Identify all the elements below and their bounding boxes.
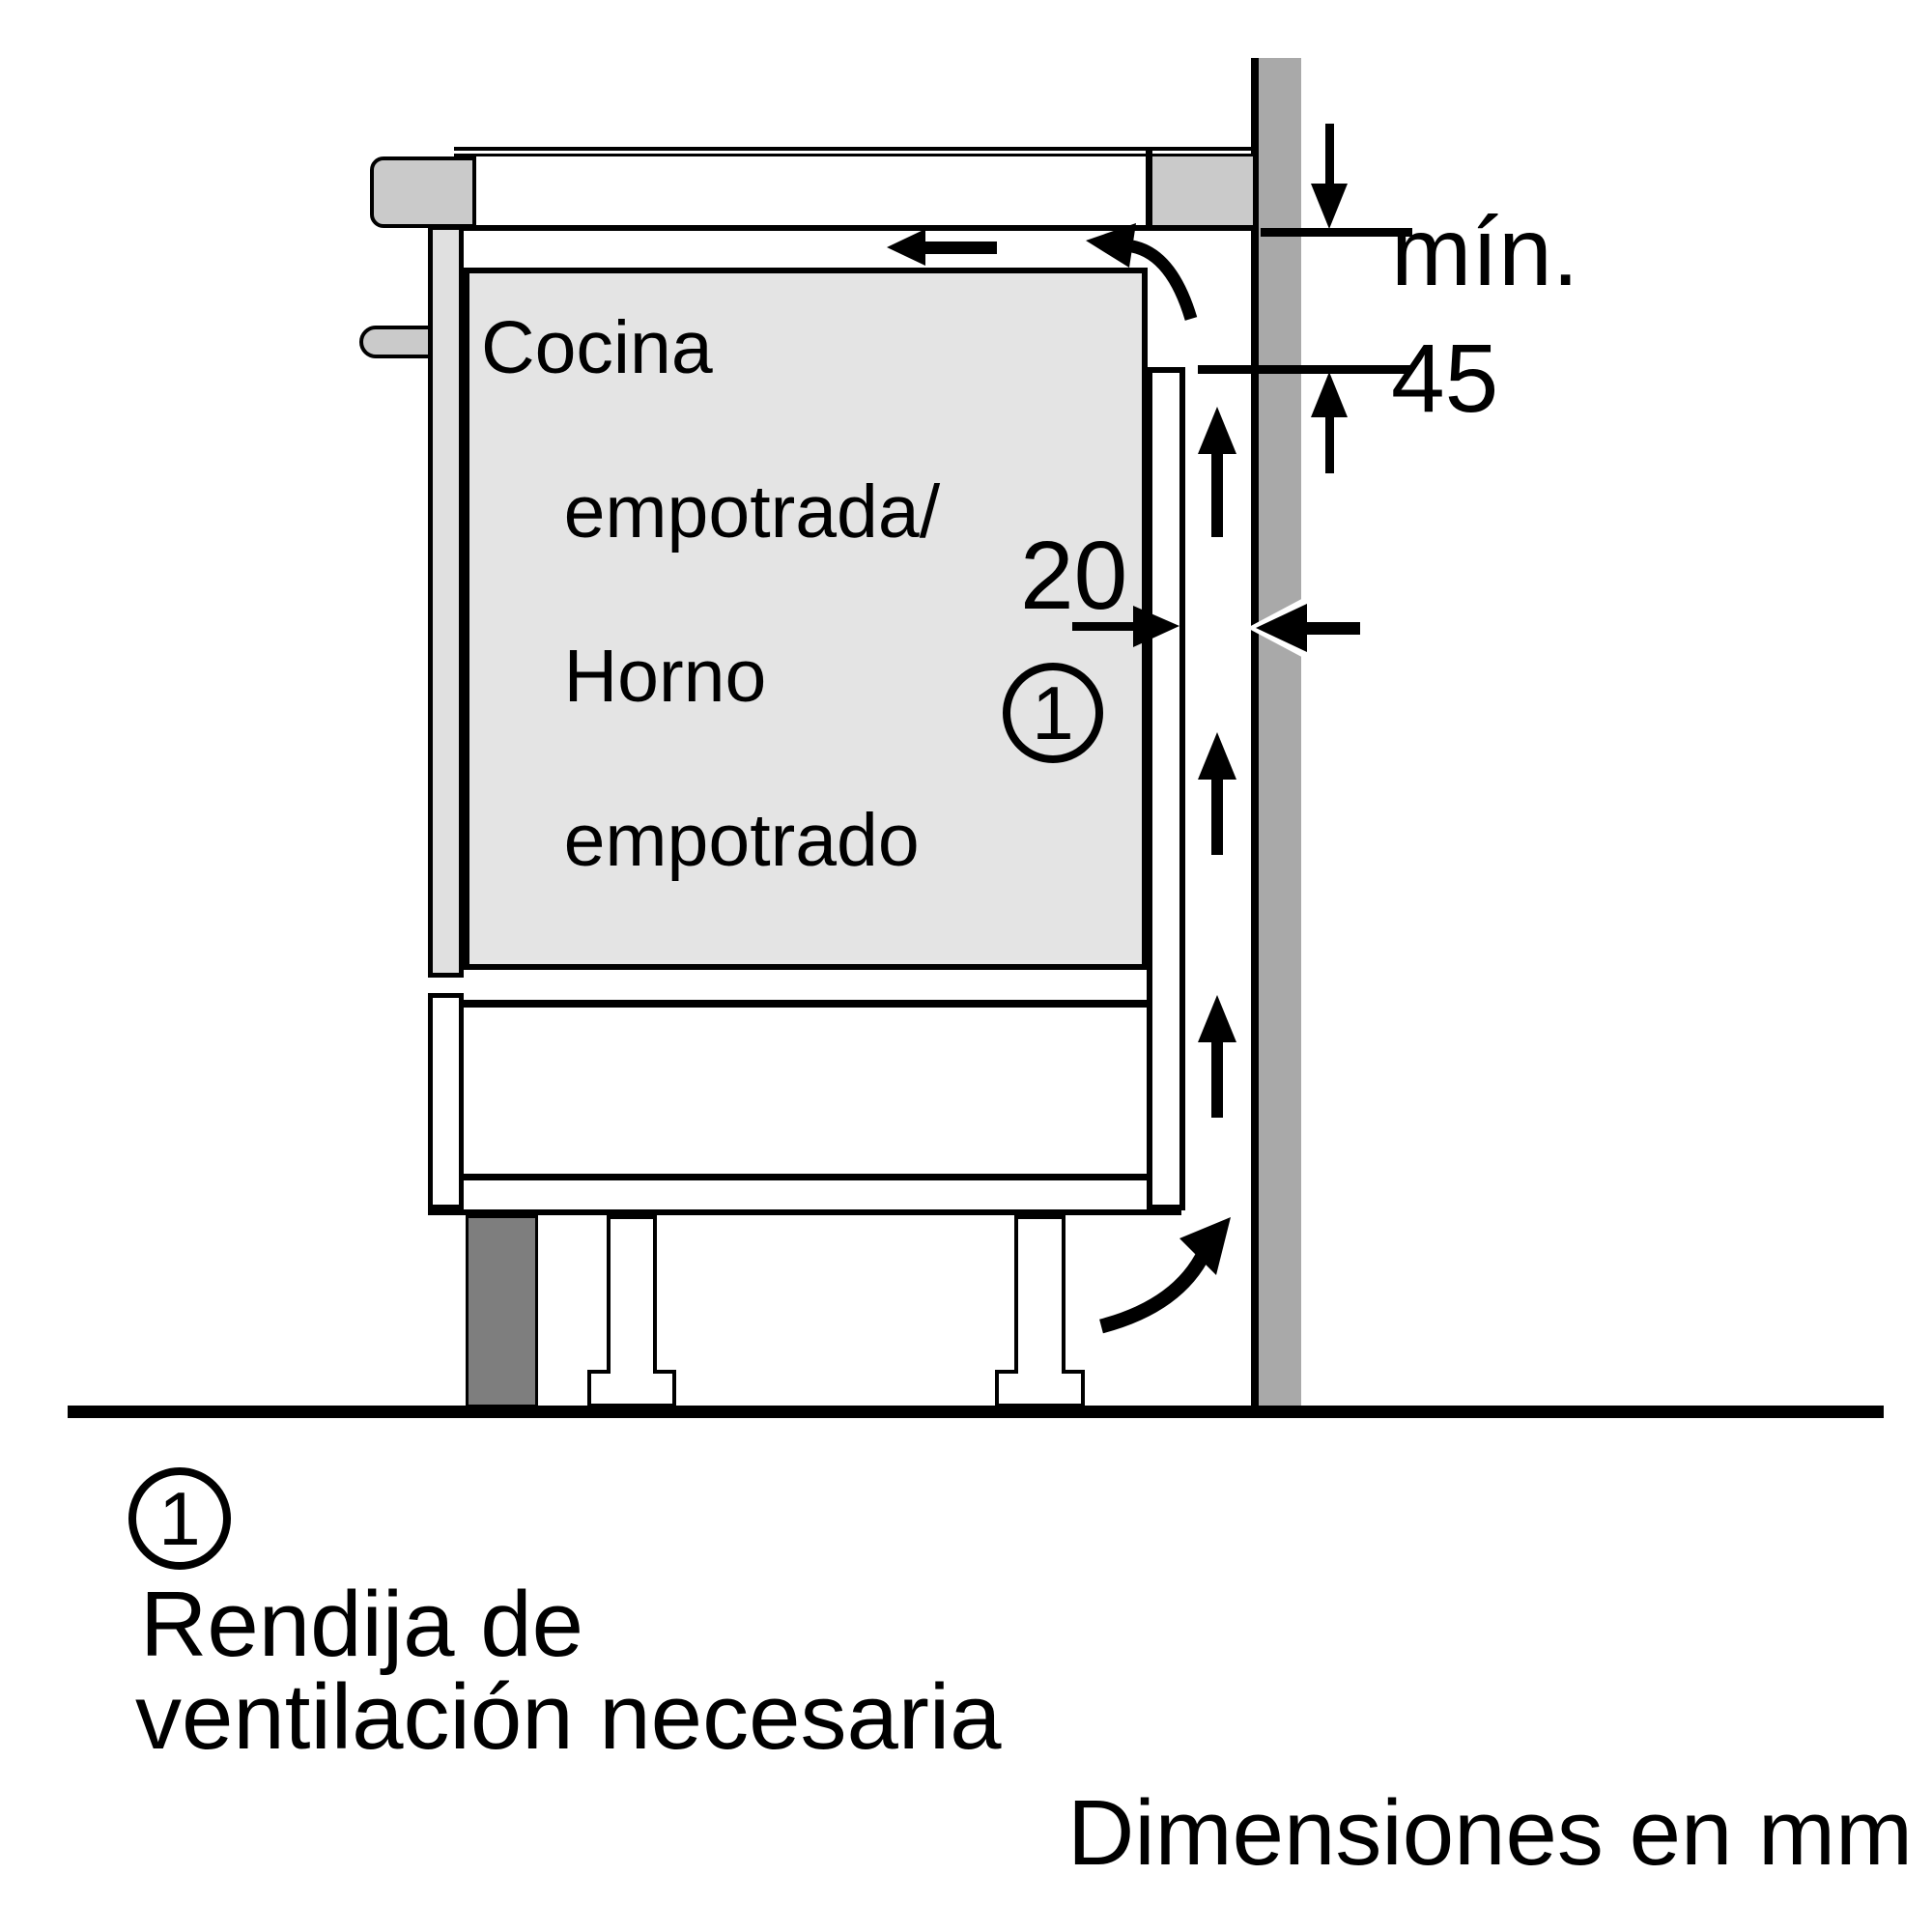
vent-callout-number: 1 [1032, 669, 1074, 755]
channel-up-arrow-2-icon [1198, 732, 1236, 780]
oven-label-line-3: Horno [563, 635, 767, 718]
worktop-top-inner-line [454, 154, 1258, 156]
dim-45-value: 45 [1391, 325, 1499, 433]
worktop-bottom-line [464, 225, 1258, 231]
oven-label-line-2: empotrada/ [563, 470, 941, 554]
units-note: Dimensiones en mm [1067, 1781, 1913, 1885]
dim-20-left-arrow-shaft [1306, 622, 1360, 635]
channel-up-arrow-1-shaft [1211, 450, 1223, 537]
under-oven-shelf-line [433, 1000, 1148, 1008]
hob-divider-line [1146, 147, 1152, 231]
exhaust-left-arrow-icon [887, 229, 925, 266]
cabinet-leg [466, 1215, 538, 1407]
channel-up-arrow-2-shaft [1211, 776, 1223, 855]
oven-cavity-label: Cocina empotrada/ Horno empotrado [481, 307, 940, 882]
dim-20-right-arrow-icon [1133, 606, 1179, 647]
worktop-top-edge-line [454, 147, 1258, 151]
legend-callout-number: 1 [158, 1475, 201, 1561]
dim-45-down-arrow-icon [1311, 184, 1348, 229]
exhaust-left-arrow-shaft [923, 242, 997, 254]
wall [1259, 58, 1301, 1406]
dim-min-label: mín. [1391, 198, 1579, 306]
channel-up-arrow-3-icon [1198, 995, 1236, 1042]
hob-body-insert [1152, 156, 1253, 225]
legend-callout-badge: 1 [128, 1467, 231, 1570]
channel-up-arrow-1-icon [1198, 407, 1236, 454]
dim-20-value: 20 [1020, 522, 1128, 630]
adjustable-foot-right-base [995, 1370, 1085, 1407]
airflow-curve-bottom [1099, 1248, 1211, 1334]
legend-text-line-2: ventilación necesaria [135, 1665, 1002, 1769]
dim-45-up-arrow-shaft [1325, 415, 1334, 473]
floor-line [68, 1406, 1884, 1418]
vent-callout-badge: 1 [1003, 663, 1103, 763]
dim-45-down-arrow-shaft [1325, 124, 1334, 185]
channel-up-arrow-3-shaft [1211, 1038, 1223, 1118]
cabinet-bottom-shelf-line [433, 1174, 1150, 1180]
dim-45-bottom-tick [1198, 365, 1412, 374]
dim-45-up-arrow-icon [1311, 372, 1348, 417]
cabinet-rear-panel [1147, 367, 1185, 1210]
drawer-front [428, 993, 464, 1209]
cabinet-base-line [428, 1209, 1181, 1215]
wall-border-line [1251, 58, 1259, 1406]
airflow-curve-bottom-arrow-icon [1179, 1217, 1231, 1275]
dim-20-left-arrow-icon [1256, 604, 1307, 652]
worktop [464, 156, 1152, 225]
adjustable-foot-right-stem [1014, 1215, 1065, 1374]
dim-45-top-tick [1261, 228, 1412, 237]
oven-label-line-4: empotrado [563, 799, 920, 882]
airflow-curve-top-arrow-icon [1086, 223, 1136, 268]
legend-text-line-1: Rendija de [140, 1573, 583, 1676]
hob-front-trim [370, 156, 476, 228]
oven-door-front [428, 225, 464, 978]
dim-20-right-arrow-shaft [1072, 622, 1134, 631]
adjustable-foot-left-stem [607, 1215, 657, 1374]
oven-label-line-1: Cocina [481, 306, 713, 389]
airflow-curve-top [1130, 240, 1198, 321]
